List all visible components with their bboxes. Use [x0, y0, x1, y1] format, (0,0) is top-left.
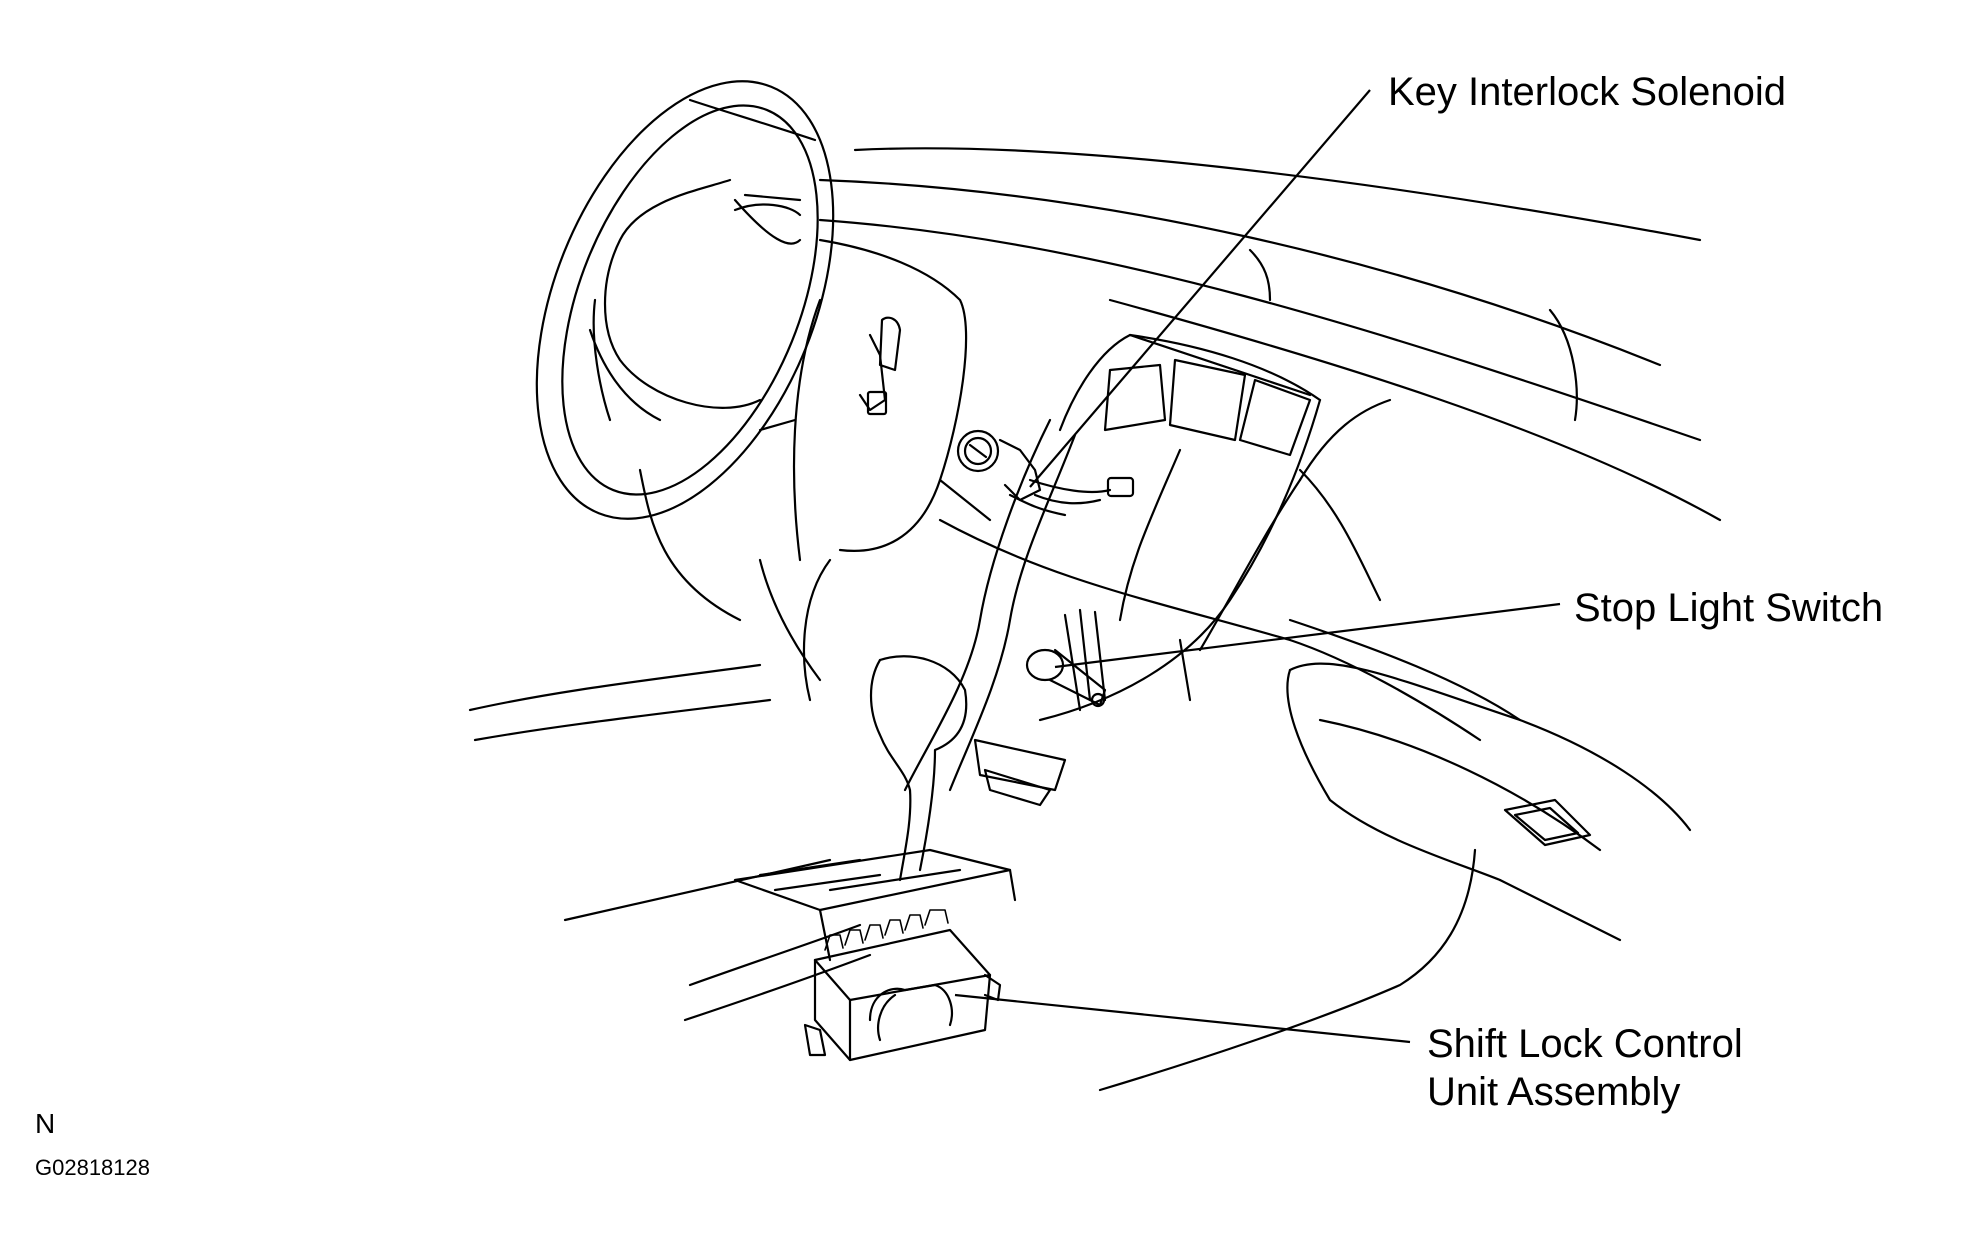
shift-gate	[733, 848, 1017, 962]
steering-column	[792, 238, 992, 562]
dashboard-outline	[688, 98, 1722, 522]
stop-light-switch-drawing	[1025, 608, 1107, 712]
callout-stop-light-switch: Stop Light Switch	[1574, 586, 1884, 630]
shift-lever	[869, 655, 1067, 882]
shift-lock-control-unit-drawing	[803, 909, 1002, 1062]
leader-key-interlock-solenoid	[1029, 89, 1371, 488]
key-interlock-solenoid-drawing	[998, 438, 1135, 517]
leader-stop-light-switch	[1054, 602, 1561, 669]
floor-lines	[468, 468, 872, 1022]
passenger-dash	[1098, 398, 1692, 1092]
leader-shift-lock-control-unit	[954, 993, 1411, 1044]
ignition-key-cylinder	[956, 429, 1000, 473]
figure-code: G02818128	[35, 1155, 150, 1180]
steering-wheel	[535, 80, 835, 520]
center-console	[903, 333, 1322, 792]
callout-key-interlock-solenoid: Key Interlock Solenoid	[1388, 70, 1787, 114]
callout-shift-lock-control-line2: Unit Assembly	[1427, 1070, 1681, 1114]
callout-shift-lock-control-line1: Shift Lock Control	[1427, 1022, 1743, 1066]
lower-dash	[938, 468, 1522, 742]
orientation-marker: N	[35, 1108, 56, 1139]
